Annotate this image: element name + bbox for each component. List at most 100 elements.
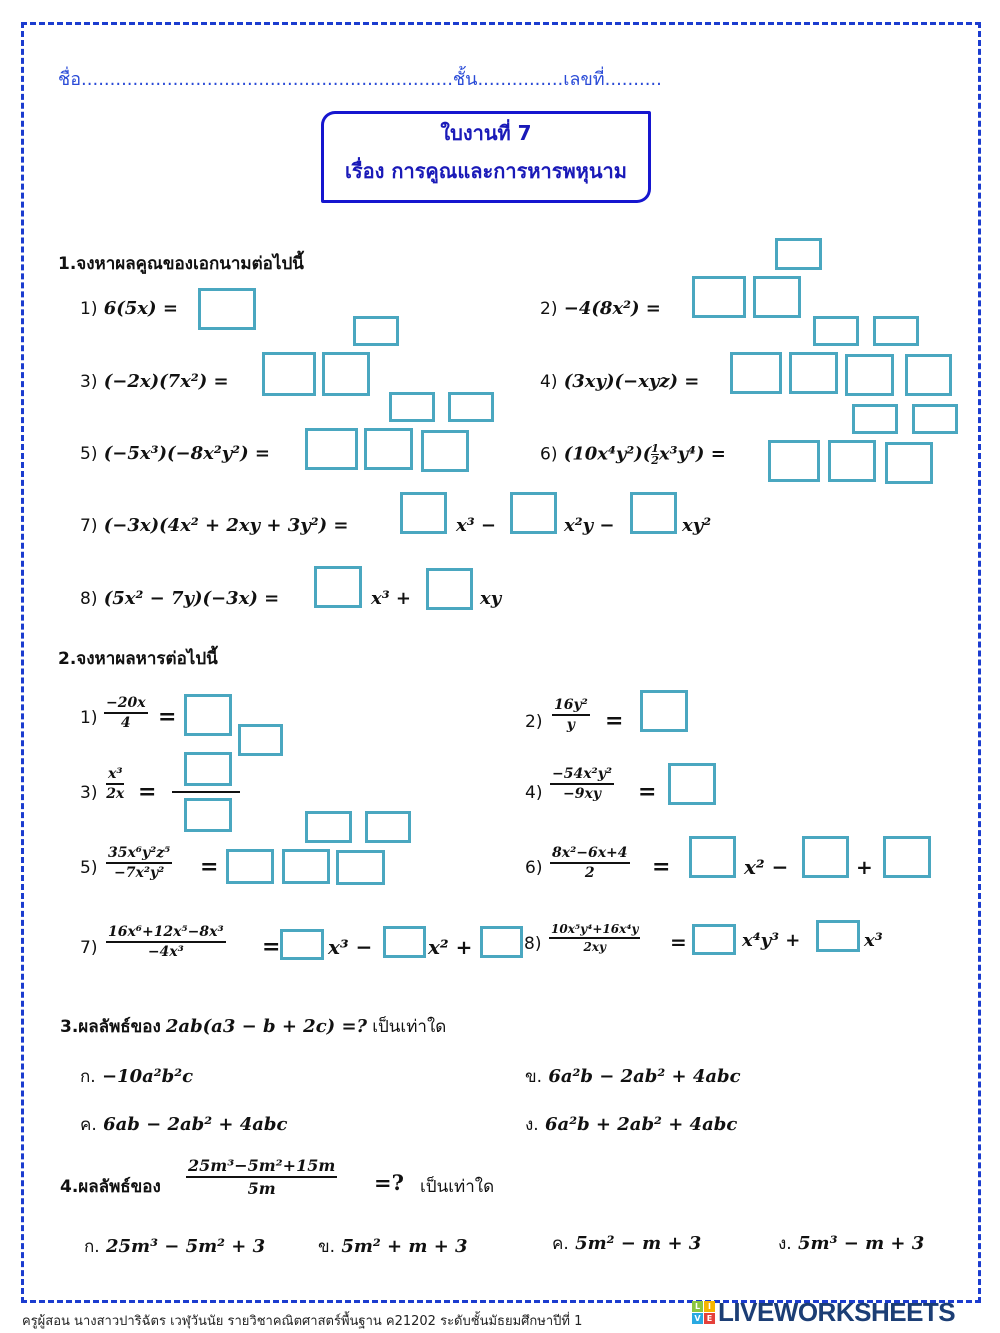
q-expr: (−5x³)(−8x²y²) = xyxy=(103,443,270,464)
answer-box-s1q4-b[interactable] xyxy=(789,352,838,394)
s3-option-c[interactable]: ค. 6ab − 2ab² + 4abc xyxy=(80,1111,287,1138)
answer-box-s1q1[interactable] xyxy=(198,288,256,330)
answer-box-s1q2-a[interactable] xyxy=(692,276,746,318)
answer-box-s2q2[interactable] xyxy=(640,690,688,732)
logo-text: LIVEWORKSHEETS xyxy=(718,1297,956,1327)
s1-q5: 5) (−5x³)(−8x²y²) = xyxy=(80,443,270,464)
answer-box-s2q8-a[interactable] xyxy=(692,924,736,955)
answer-box-s2q5-b[interactable] xyxy=(282,849,330,884)
option-label: ก. xyxy=(84,1237,100,1257)
answer-box-s1q7-a[interactable] xyxy=(400,492,447,534)
q-expr: (−3x)(4x² + 2xy + 3y²) = xyxy=(103,515,349,536)
student-info-line: ชื่อ....................................… xyxy=(58,69,662,90)
answer-box-s2q7-a[interactable] xyxy=(280,929,324,960)
answer-box-s2q5-a[interactable] xyxy=(226,849,274,884)
option-expr: 25m³ − 5m² + 3 xyxy=(105,1236,266,1257)
answer-box-s1q6-c[interactable] xyxy=(885,442,933,484)
s3-option-a[interactable]: ก. −10a²b²c xyxy=(80,1063,193,1090)
section3-heading: 3.ผลลัพธ์ของ 2ab(a3 − b + 2c) =? เป็นเท่… xyxy=(60,1013,446,1040)
answer-box-s2q7-c[interactable] xyxy=(480,926,523,958)
answer-box-s2q5-exp1[interactable] xyxy=(305,811,352,843)
s3-option-b[interactable]: ข. 6a²b − 2ab² + 4abc xyxy=(525,1063,741,1090)
answer-box-s2q6-a[interactable] xyxy=(689,836,736,878)
option-expr: 6a²b + 2ab² + 4abc xyxy=(545,1114,738,1135)
answer-box-s1q6-b[interactable] xyxy=(828,440,876,482)
answer-box-s1q8-b[interactable] xyxy=(426,568,473,610)
q-number: 6) xyxy=(540,444,558,465)
equals-sign: = xyxy=(200,854,219,880)
answer-box-s2q3-den[interactable] xyxy=(184,798,232,832)
answer-box-s1q5-b[interactable] xyxy=(364,428,413,470)
answer-box-s1q4-exp1[interactable] xyxy=(813,316,859,346)
answer-box-s2q5-c[interactable] xyxy=(336,850,385,885)
denominator: 5m xyxy=(247,1179,276,1198)
s1-q7-term2: x²y − xyxy=(564,515,615,536)
heading-text: 3.ผลลัพธ์ของ xyxy=(60,1017,161,1037)
s3-option-d[interactable]: ง. 6a²b + 2ab² + 4abc xyxy=(525,1111,737,1138)
answer-box-s1q5-c[interactable] xyxy=(421,430,469,472)
answer-box-s2q6-b[interactable] xyxy=(802,836,849,878)
s2-q4-fraction: −54x²y²−9xy xyxy=(550,766,614,802)
heading-expr: 2ab(a3 − b + 2c) =? xyxy=(165,1016,368,1037)
answer-box-s1q6-a[interactable] xyxy=(768,440,820,482)
equals-sign: = xyxy=(262,934,281,960)
answer-box-s2q1-a[interactable] xyxy=(184,694,232,736)
numerator: 16y² xyxy=(552,697,590,716)
answer-box-s1q4-a[interactable] xyxy=(730,352,782,394)
q-number: 5) xyxy=(80,444,98,464)
answer-box-s1q5-exp1[interactable] xyxy=(389,392,435,422)
answer-box-s1q5-a[interactable] xyxy=(305,428,358,470)
s1-q8: 8) (5x² − 7y)(−3x) = xyxy=(80,588,279,609)
equals-sign: = xyxy=(158,704,177,730)
logo-letter: I xyxy=(704,1301,715,1312)
liveworksheets-logo[interactable]: L I V E LIVEWORKSHEETS xyxy=(692,1297,956,1328)
s1-q7-term3: xy² xyxy=(682,515,712,536)
worksheet-title-box: ใบงานที่ 7 เรื่อง การคูณและการหารพหุนาม xyxy=(321,111,651,203)
s4-option-c[interactable]: ค. 5m² − m + 3 xyxy=(552,1230,701,1257)
numerator: 8x²−6x+4 xyxy=(550,845,630,864)
answer-box-s1q3-a[interactable] xyxy=(262,352,316,396)
answer-box-s2q8-b[interactable] xyxy=(816,920,860,952)
answer-box-s1q5-exp2[interactable] xyxy=(448,392,494,422)
answer-box-s2q3-num[interactable] xyxy=(184,752,232,786)
answer-box-s1q8-a[interactable] xyxy=(314,566,362,608)
s2-q6-term2: + xyxy=(856,855,873,879)
option-expr: 5m² − m + 3 xyxy=(575,1233,702,1254)
answer-box-s1q6-exp1[interactable] xyxy=(852,404,898,434)
answer-box-s1q7-b[interactable] xyxy=(510,492,557,534)
answer-box-s1q2-b[interactable] xyxy=(753,276,801,318)
answer-box-s2q6-c[interactable] xyxy=(883,836,931,878)
answer-box-s1q3-b[interactable] xyxy=(322,352,370,396)
option-label: ข. xyxy=(318,1237,336,1257)
q-number: 3) xyxy=(80,372,98,392)
logo-letter: V xyxy=(692,1313,703,1324)
denominator: −9xy xyxy=(563,786,601,802)
s4-option-b[interactable]: ข. 5m² + m + 3 xyxy=(318,1233,468,1260)
s1-q3: 3) (−2x)(7x²) = xyxy=(80,371,229,392)
answer-box-s1q4-c[interactable] xyxy=(845,354,894,396)
answer-box-s2q1-b[interactable] xyxy=(238,724,283,756)
s2-q7-fraction: 16x⁶+12x⁵−8x³−4x³ xyxy=(106,924,226,960)
s1-q2: 2) −4(8x²) = xyxy=(540,298,661,319)
s2-q2-number: 2) xyxy=(525,712,543,732)
answer-box-s2q4[interactable] xyxy=(668,763,716,805)
equals-sign: = xyxy=(605,708,624,734)
answer-box-s1q7-c[interactable] xyxy=(630,492,677,534)
answer-box-s2q5-exp2[interactable] xyxy=(365,811,411,843)
page-frame xyxy=(21,22,981,1303)
answer-box-s1q4-d[interactable] xyxy=(905,354,952,396)
answer-box-s1q2-exp[interactable] xyxy=(775,238,822,270)
answer-box-s1q6-exp2[interactable] xyxy=(912,404,958,434)
answer-box-s1q4-exp2[interactable] xyxy=(873,316,919,346)
answer-box-s2q7-b[interactable] xyxy=(383,926,426,958)
s4-option-a[interactable]: ก. 25m³ − 5m² + 3 xyxy=(84,1233,265,1260)
s4-option-d[interactable]: ง. 5m³ − m + 3 xyxy=(778,1230,924,1257)
s2-q8-term1: x⁴y³ + xyxy=(742,930,801,951)
q-expr: 6(5x) = xyxy=(103,298,178,319)
answer-box-s1q3-exp[interactable] xyxy=(353,316,399,346)
